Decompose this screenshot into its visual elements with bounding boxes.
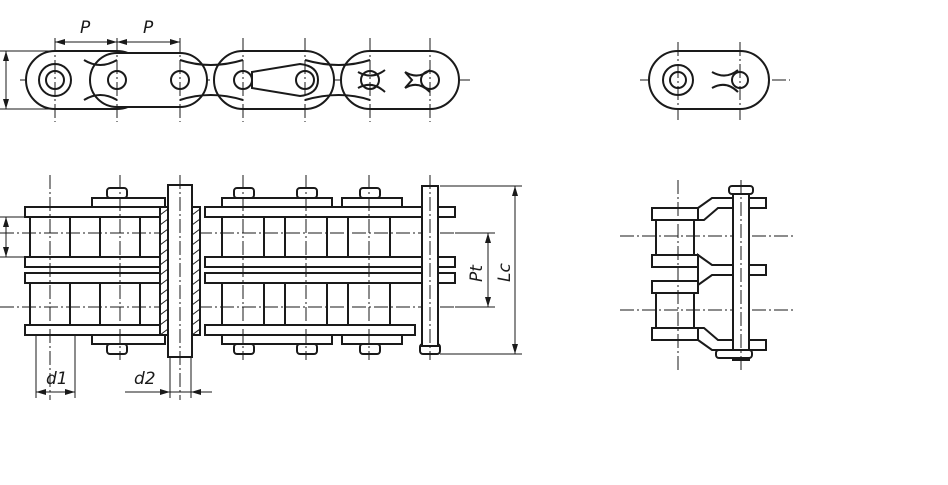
roller-strand1-4	[284, 216, 328, 258]
hatch-plate-left	[159, 206, 169, 336]
pitch-label-1: P	[80, 18, 91, 38]
plate-waist-3	[304, 59, 371, 101]
inner-plate-bottom-1	[91, 334, 166, 345]
middle-plate-1-left	[24, 256, 166, 268]
pt-label: Pt	[467, 264, 487, 282]
d1-label: d1	[46, 369, 68, 389]
middle-plate-1-right	[204, 256, 456, 268]
pitch-arrows	[55, 39, 180, 45]
end-small-clip	[711, 69, 739, 93]
pin-head-top-3	[296, 187, 318, 199]
pin-head-top-1	[106, 187, 128, 199]
end-large-plate-top	[651, 207, 699, 221]
spring-clip-1	[357, 69, 386, 93]
inner-plate-top-2	[221, 197, 333, 208]
section-hatching	[159, 206, 201, 336]
end-large-plate-mid-2	[651, 280, 699, 294]
outer-plate-top-left	[24, 206, 166, 218]
plate-waist-1	[83, 59, 118, 101]
pin-head-top-4	[359, 187, 381, 199]
side-view: P P	[0, 18, 470, 122]
connecting-link	[251, 62, 320, 98]
outer-plate-bottom-left	[24, 324, 166, 336]
end-view-large	[620, 180, 795, 370]
plate-waist-2	[179, 59, 244, 101]
pin-head-bottom-3	[296, 343, 318, 355]
inner-plate-top-1	[91, 197, 166, 208]
pitch-label-2: P	[143, 18, 154, 38]
pin-head-bottom-1	[106, 343, 128, 355]
pin-head-bottom-4	[359, 343, 381, 355]
d2-label: d2	[134, 369, 156, 389]
link-plate-4	[340, 50, 460, 110]
end-large-pin-head-bottom	[715, 349, 753, 359]
pin-head-bottom-2	[233, 343, 255, 355]
roller-strand1-1	[29, 216, 71, 258]
inner-plate-top-3	[341, 197, 403, 208]
roller-strand1-5	[347, 216, 391, 258]
hatch-lines-right	[191, 208, 201, 336]
roller-strand1-3	[221, 216, 265, 258]
d2-arrows	[160, 389, 201, 395]
end-view-small	[640, 42, 790, 120]
end-large-plate-mid-1	[651, 254, 699, 268]
hatch-plate-right	[191, 206, 201, 336]
middle-plate-2-right	[204, 272, 456, 284]
spring-clip-2	[404, 69, 431, 93]
lc-label: Lc	[495, 263, 515, 282]
link-plate-3	[213, 50, 335, 110]
outer-plate-bottom-right	[204, 324, 416, 336]
end-large-plate-bottom	[651, 327, 699, 341]
inner-plate-bottom-3	[341, 334, 403, 345]
hatch-lines-left	[159, 208, 169, 336]
roller-strand1-2	[99, 216, 141, 258]
pin-head-top-2	[233, 187, 255, 199]
d1-arrows	[36, 389, 75, 395]
end-large-roller-2	[655, 292, 695, 329]
inner-plate-bottom-2	[221, 334, 333, 345]
roller-width-arrows	[3, 217, 9, 257]
top-section-view: Pt Lc d1 d2	[0, 175, 522, 400]
end-large-roller-1	[655, 219, 695, 256]
middle-plate-2-left	[24, 272, 166, 284]
